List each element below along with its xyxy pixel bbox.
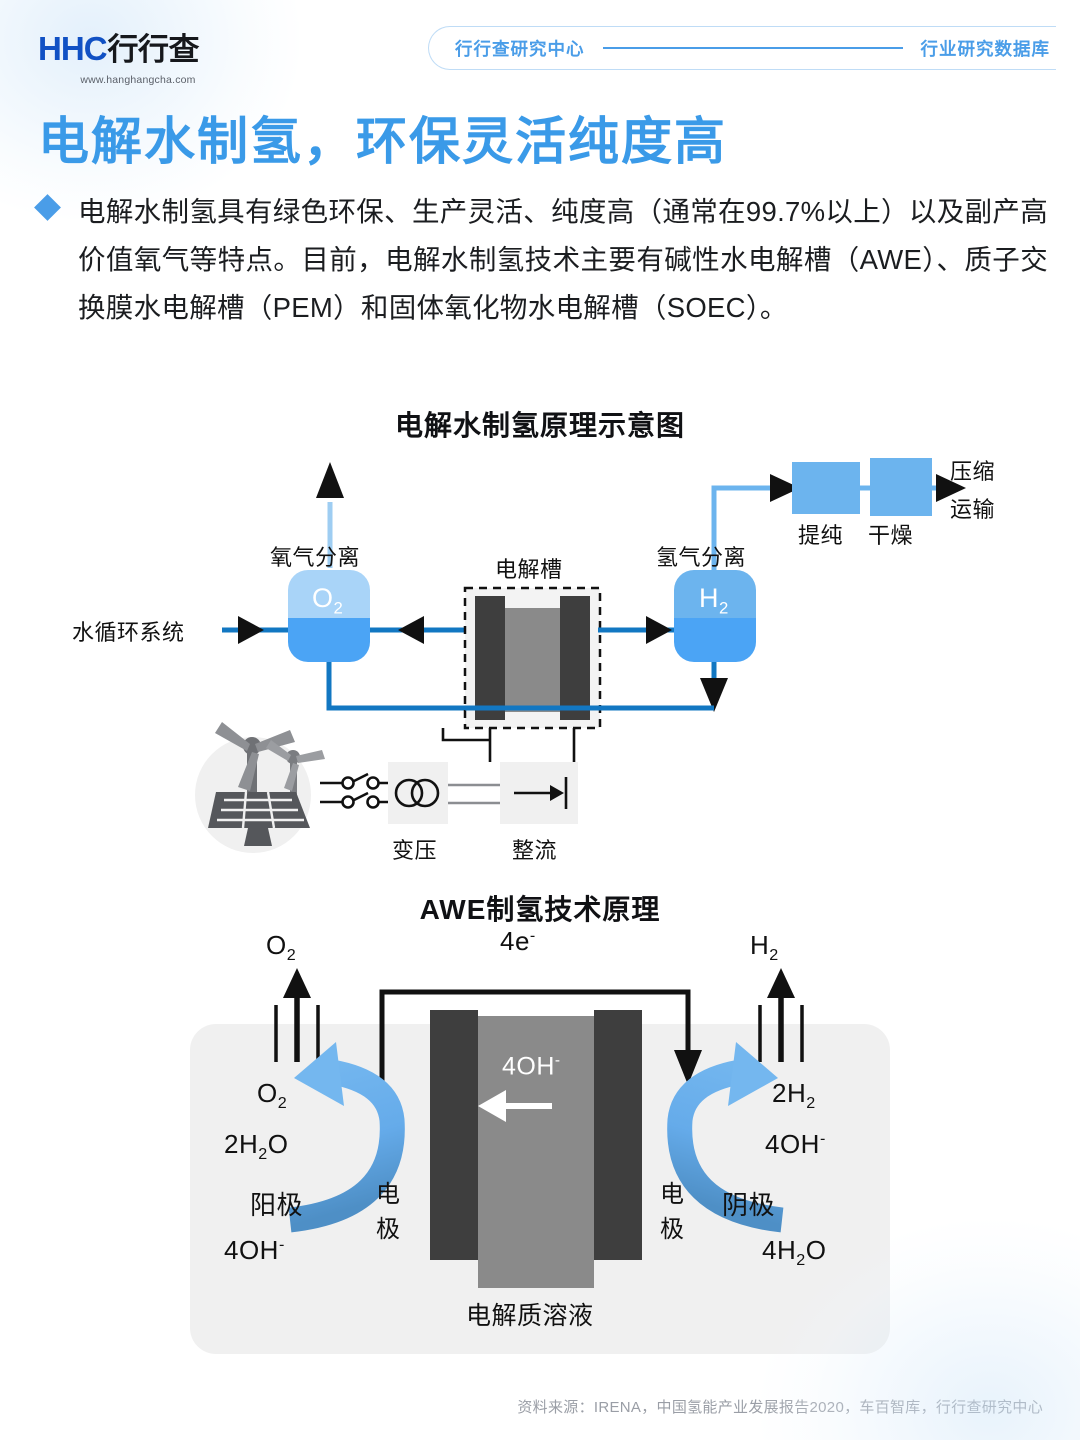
header-research-center-label: 行行查研究中心 <box>455 38 585 59</box>
bullet-paragraph: 电解水制氢具有绿色环保、生产灵活、纯度高（通常在99.7%以上）以及副产高价值氧… <box>34 188 1048 332</box>
purification-box <box>792 462 860 514</box>
electrolyzer-unit <box>463 586 602 730</box>
cathode-electrode <box>594 1010 642 1260</box>
header-database-label: 行业研究数据库 <box>920 38 1050 59</box>
hydrogen-riser-pipe <box>711 474 800 570</box>
label-electrolyzer: 电解槽 <box>495 557 563 582</box>
hydrogen-return-pipe <box>465 662 728 712</box>
header-divider-line <box>602 47 903 49</box>
label-hydroxide-center: 4OH- <box>502 1052 561 1081</box>
membrane-body <box>478 1016 594 1288</box>
label-o2-product-left: O2 <box>257 1078 288 1113</box>
label-h2-top: H2 <box>750 930 779 965</box>
electrical-switch <box>320 772 396 809</box>
hydrogen-bubble-lines <box>758 1005 804 1062</box>
logo-chinese-text: 行行查 <box>107 32 200 67</box>
label-water-reactant-left: 2H2O <box>224 1129 289 1164</box>
label-cathode: 阴极 <box>722 1190 776 1220</box>
label-hydroxide-left: 4OH- <box>224 1235 285 1265</box>
logo-website-url: www.hanghangcha.com <box>80 74 196 86</box>
anode-reaction-arrow <box>288 1042 405 1233</box>
hydrogen-up-arrow <box>767 968 795 1062</box>
cathode-reaction-arrow <box>667 1042 784 1233</box>
oxygen-return-pipe <box>326 662 465 711</box>
section1-title: 电解水制氢原理示意图 <box>394 410 685 441</box>
label-h2-tank: H2 <box>699 583 729 618</box>
logo-h1-text: H <box>38 30 62 67</box>
label-rectifier: 整流 <box>512 838 558 863</box>
diamond-bullet-icon <box>34 194 61 221</box>
label-water-reactant-right: 4H2O <box>762 1235 827 1270</box>
label-electrode-left-char2: 极 <box>376 1216 401 1243</box>
label-oxygen-separator: 氧气分离 <box>270 545 361 570</box>
label-electrolyte-solution: 电解质溶液 <box>466 1302 594 1330</box>
bullet-body-text: 电解水制氢具有绿色环保、生产灵活、纯度高（通常在99.7%以上）以及副产高价值氧… <box>78 196 1048 323</box>
anode-electrode <box>430 1010 478 1260</box>
section2-title: AWE制氢技术原理 <box>419 894 661 925</box>
transformer-rectifier-wires <box>448 783 503 805</box>
label-anode: 阳极 <box>250 1190 304 1220</box>
label-o2-tank: O2 <box>312 583 344 618</box>
label-water-cycle: 水循环系统 <box>72 620 185 645</box>
logo-c-text: C <box>83 30 108 67</box>
label-dry: 干燥 <box>868 523 914 548</box>
compress-transport-arrow <box>932 474 966 502</box>
oxygen-vent-arrow <box>316 462 344 568</box>
label-compress: 压缩 <box>950 459 996 484</box>
label-hydroxide-right: 4OH- <box>765 1129 826 1159</box>
electrolysis-principle-diagram: 水循环系统 氧气分离 电解槽 氢气分离 提纯 干燥 压缩 运输 变压 整流 O2… <box>0 440 1080 880</box>
awe-principle-diagram: O2 4e- H2 O2 2H2O 阳极 电 极 4OH- 4OH- 2H2 4… <box>0 926 1080 1370</box>
label-hydrogen-separator: 氢气分离 <box>656 545 747 570</box>
oxygen-separator-tank <box>288 570 370 662</box>
label-transformer: 变压 <box>392 838 438 863</box>
label-electrode-left-char1: 电 <box>376 1181 401 1208</box>
header-banner: 行行查研究中心 行业研究数据库 <box>428 26 1056 70</box>
drying-box <box>870 458 932 516</box>
renewable-energy-icon <box>195 722 325 853</box>
label-electrode-right-char2: 极 <box>660 1216 685 1243</box>
label-purify: 提纯 <box>798 523 844 548</box>
label-o2-top: O2 <box>266 930 297 965</box>
hydroxide-flow-arrow <box>478 1090 552 1122</box>
source-footer: 资料来源：IRENA，中国氢能产业发展报告2020，车百智库，行行查研究中心 <box>517 1399 1043 1416</box>
logo-h2-text: H <box>60 30 85 67</box>
page-title: 电解水制氢，环保灵活纯度高 <box>38 113 728 170</box>
label-electrode-right-char1: 电 <box>660 1181 685 1208</box>
label-h2-product-right: 2H2 <box>772 1078 816 1113</box>
label-transport: 运输 <box>950 497 996 522</box>
oxygen-up-arrow <box>283 968 311 1062</box>
water-cycle-pipe <box>222 616 290 644</box>
hydrogen-separator-tank <box>674 570 756 662</box>
rectifier-unit <box>500 762 578 824</box>
label-4-electrons: 4e- <box>500 926 536 956</box>
transformer-unit <box>388 762 448 824</box>
rectifier-to-electrolyzer-wires <box>441 728 576 762</box>
electrolyzer-to-oxygen-pipe <box>370 616 470 644</box>
electron-circuit-path <box>379 989 702 1085</box>
oxygen-bubble-lines <box>274 1005 320 1062</box>
